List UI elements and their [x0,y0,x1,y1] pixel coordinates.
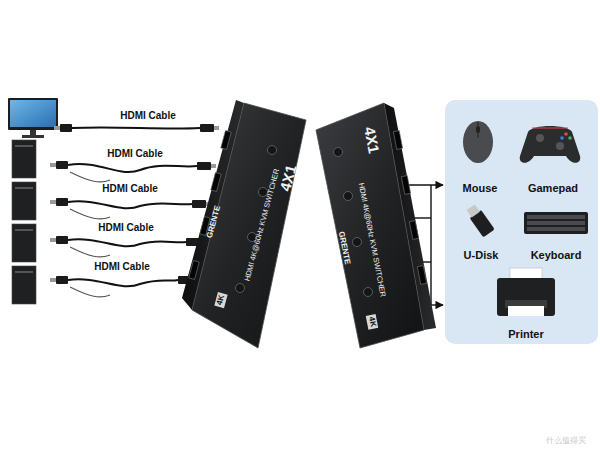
switch-body [176,92,310,354]
monitor-icon [8,98,58,138]
device-label: Keyboard [531,250,582,261]
switch-top [316,103,424,348]
switch-port [211,173,221,192]
device-label: Gamepad [528,183,578,194]
device-label: U-Disk [464,250,499,261]
kvm-switch: 4KHDMI 4K@60Hz KVM SWITCHER4X1GRENTE [312,95,442,355]
switch-button [268,146,277,155]
cable-label: HDMI Cable [120,111,176,121]
peripheral-panel [445,100,598,344]
cable-label: HDMI Cable [94,262,150,272]
gamepad-icon [520,126,581,163]
cable-label: HDMI Cable [107,149,163,159]
switch-top [192,103,306,348]
device-label: Mouse [463,183,498,194]
cable-plugs [56,124,214,284]
hdmi-cables [68,127,200,286]
switch-button [364,288,373,297]
watermark: 什么值得买 [546,437,586,445]
cable-label: HDMI Cable [102,184,158,194]
switch-port [393,131,402,150]
kvm-switch: 4KHDMI 4K@60Hz KVM SWITCHER4X1GRENTE [176,92,310,354]
switch-port [401,176,410,195]
switch-button [353,238,362,247]
keyboard-icon [524,212,588,234]
switch-button [334,148,343,157]
switch-button [236,284,245,293]
switch-port [409,221,418,240]
cable-label: HDMI Cable [98,223,154,233]
printer-icon [497,268,555,316]
switch-port [221,131,231,150]
device-label: Printer [508,329,543,340]
u-disk-icon [465,203,495,237]
pc-tower-icons [12,140,36,304]
mouse-icon [463,121,493,163]
switch-button [344,192,353,201]
switch-port [417,266,426,285]
switch-port [189,261,199,280]
